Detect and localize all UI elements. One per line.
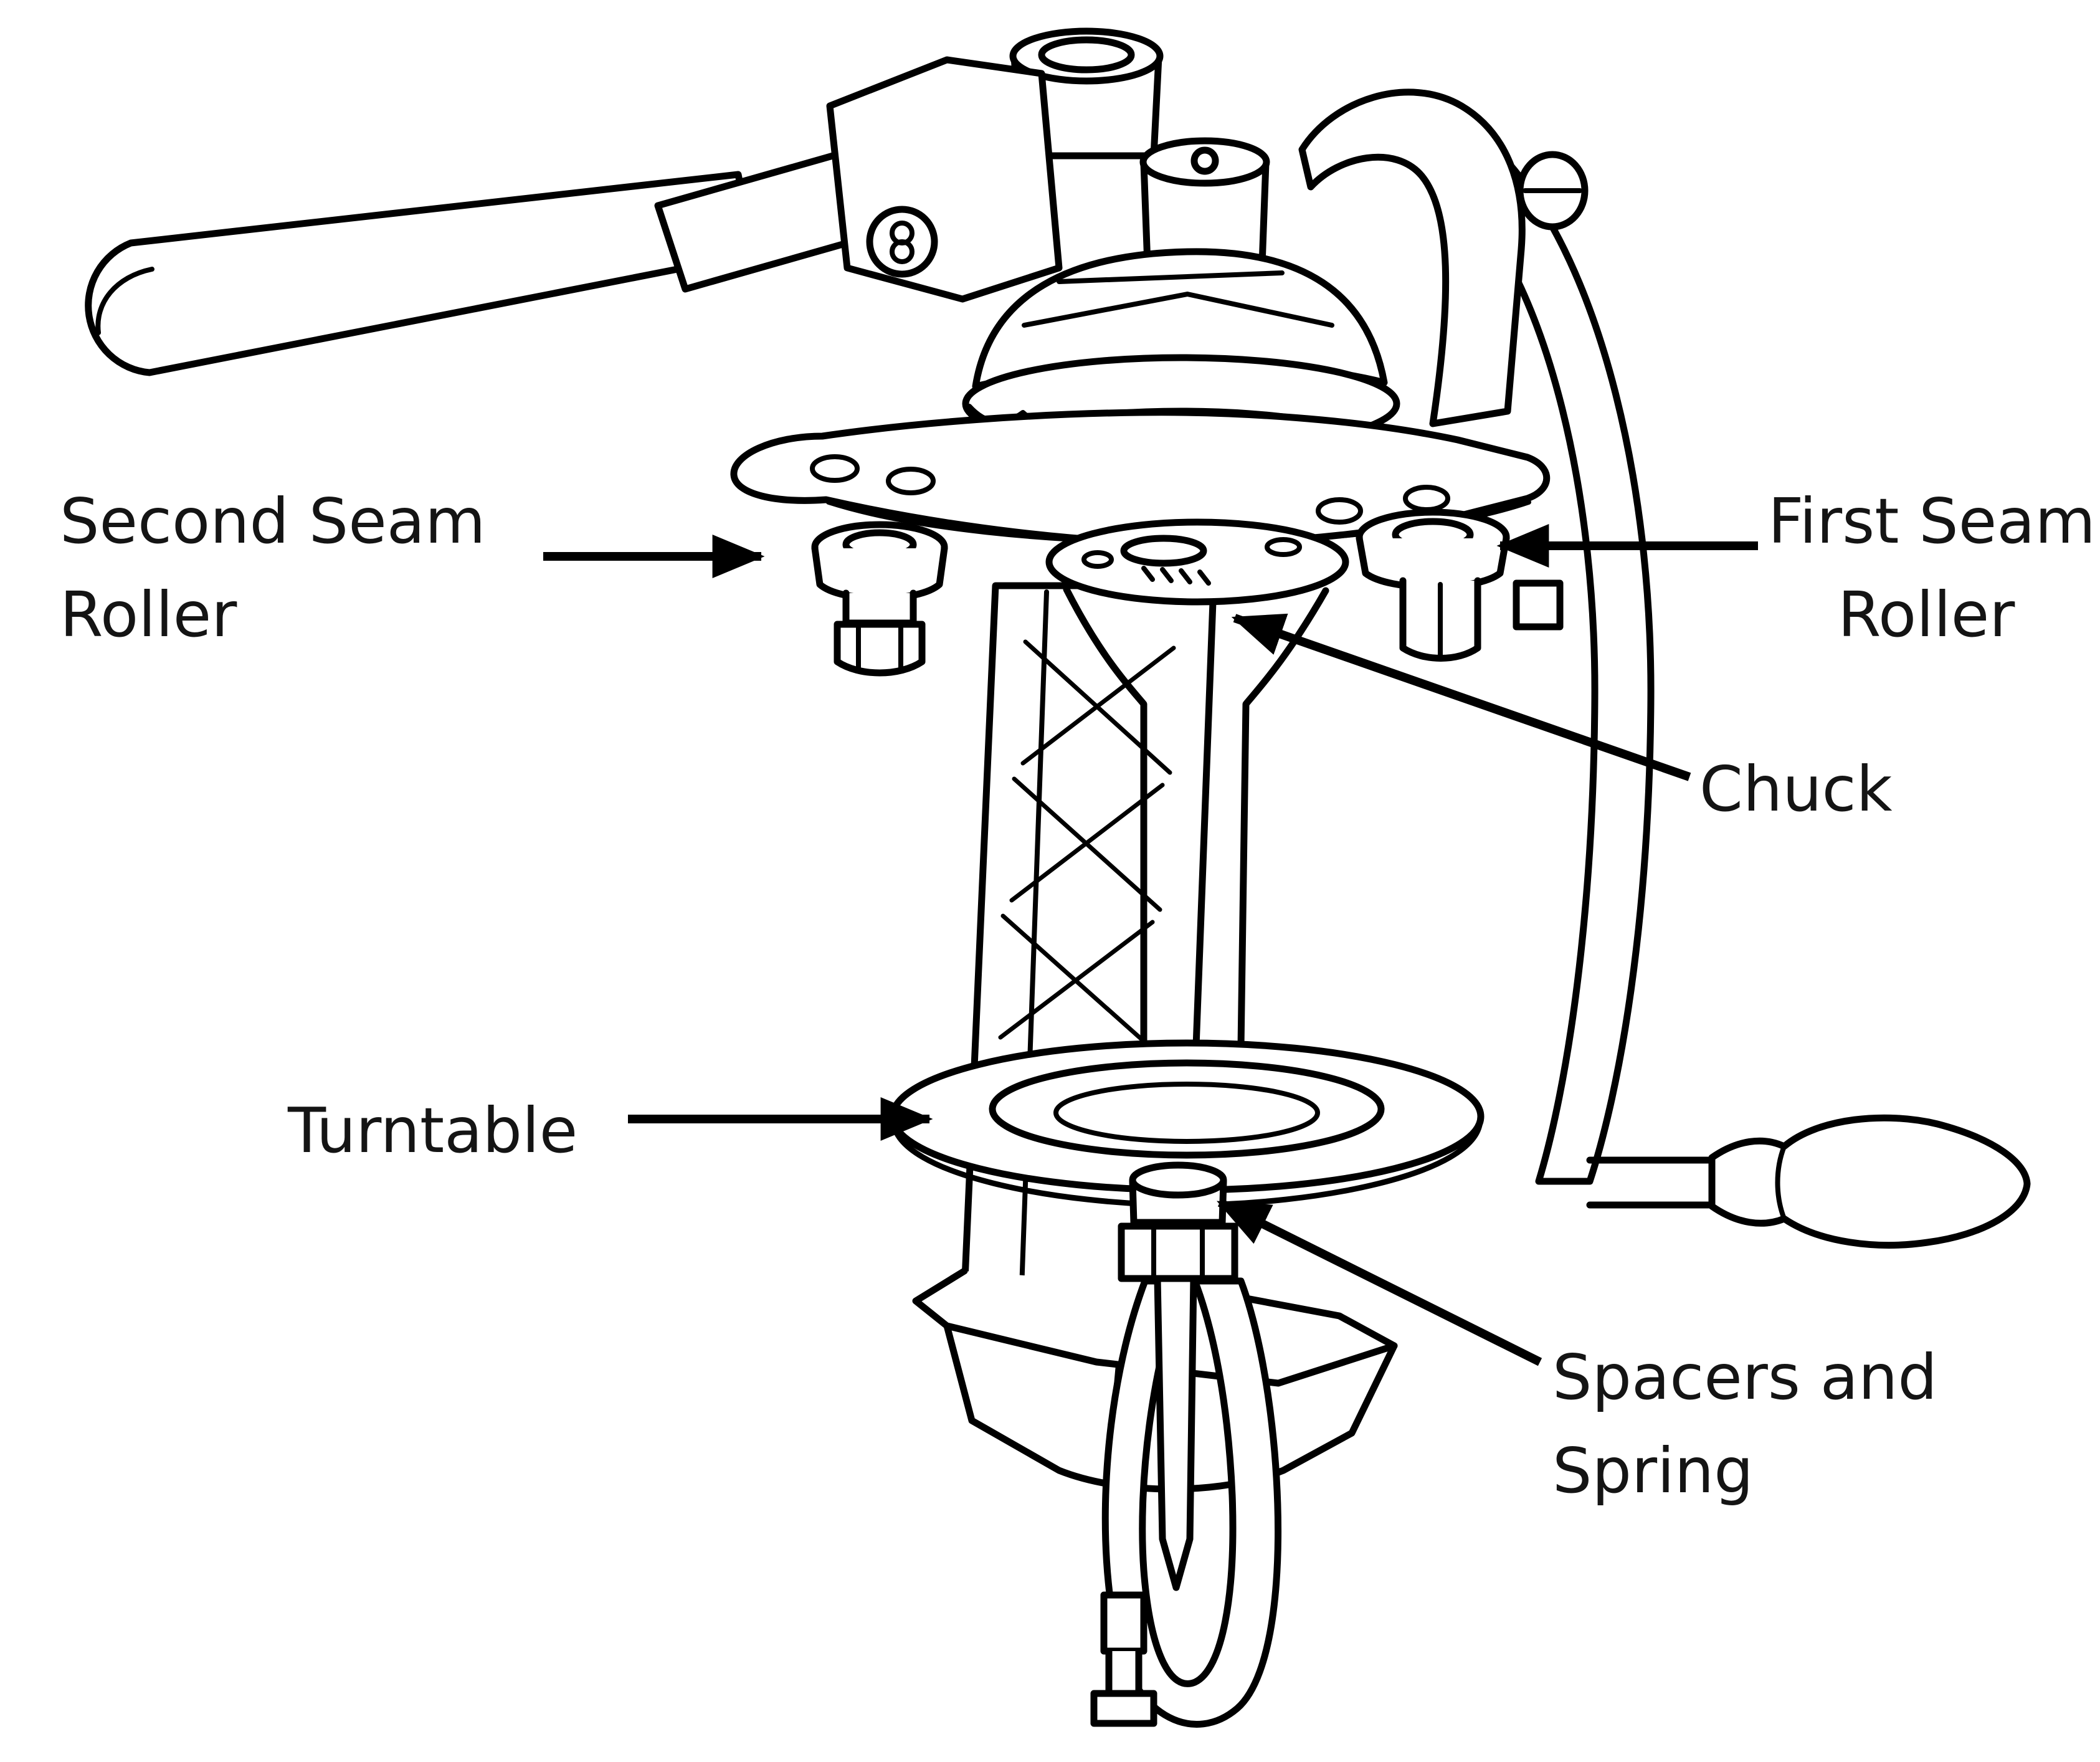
clamp-screw (1090, 1591, 1157, 1727)
lever-handle (85, 56, 1063, 376)
spacers-and-spring-part (1118, 1161, 1238, 1282)
chuck-arrow (1231, 613, 1691, 781)
head-assembly (730, 27, 1589, 547)
pivot-bracket (826, 56, 1063, 303)
label-text: Roller (60, 578, 237, 651)
center-shaft (1154, 1275, 1197, 1591)
label-chuck: Chuck (1699, 743, 1892, 836)
spacers-spring-arrow (1216, 1198, 1542, 1366)
label-first-seam-roller: First Seam Roller (1768, 475, 2096, 662)
label-turntable: Turntable (288, 1084, 577, 1178)
label-text: Chuck (1699, 753, 1893, 826)
crank-arm (1461, 158, 2031, 1249)
right-housing (1298, 88, 1526, 427)
label-text: Second Seam (60, 485, 486, 558)
label-text: Roller (1838, 578, 2015, 651)
label-text: Turntable (288, 1094, 578, 1167)
label-text: Spacers and (1552, 1341, 1937, 1414)
second-seam-roller-part (811, 521, 948, 677)
crank-wood-handle (1708, 1114, 2031, 1249)
first-seam-roller-part (1356, 508, 1564, 662)
chuck-part (1045, 518, 1349, 1050)
label-text: Spring (1552, 1434, 1754, 1507)
label-spacers-and-spring: Spacers and Spring (1552, 1331, 1937, 1518)
label-text: First Seam (1768, 485, 2096, 558)
label-second-seam-roller: Second Seam Roller (60, 475, 486, 662)
